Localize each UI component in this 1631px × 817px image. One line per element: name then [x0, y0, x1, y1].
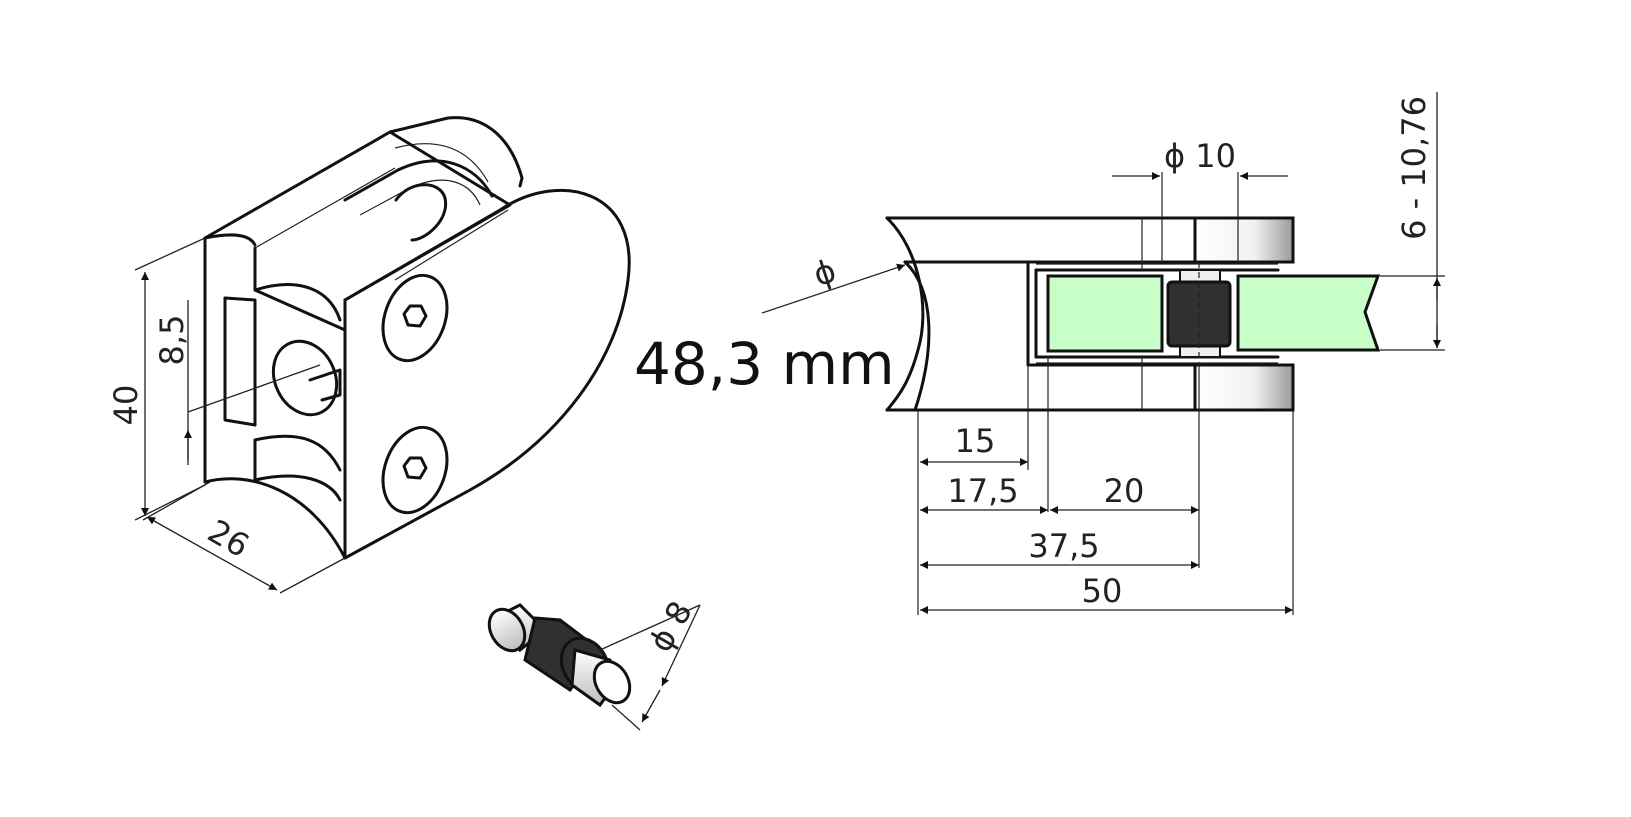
clamp-back-cap: [388, 116, 524, 188]
socket-screw-lower: [381, 425, 449, 515]
glass-thickness-dimension: 6 - 10,76: [1380, 92, 1445, 351]
dim-37-5-label: 37,5: [1028, 527, 1099, 565]
tube-diameter-callout: ϕ 48,3 mm: [634, 251, 906, 398]
slot-8-5-label: 8,5: [153, 315, 191, 366]
clamp-bore-pin: [308, 368, 342, 402]
tube-saddle-curve: [885, 216, 925, 412]
height-40-label: 40: [107, 385, 145, 426]
clamp-isometric-view: [203, 116, 631, 560]
clamp-front-face: [343, 188, 631, 560]
horizontal-dimensions: 15 17,5 20 37,5 50: [920, 422, 1293, 614]
dim-50-label: 50: [1082, 572, 1123, 610]
saddle-upper-cut: [253, 246, 347, 332]
tube-diameter-value: 48,3 mm: [634, 330, 895, 398]
clamp-left-top-curve: [203, 233, 257, 247]
clamp-top-face: [203, 130, 512, 302]
clamp-section-view: [885, 172, 1381, 615]
clamp-top-groove: [343, 159, 494, 202]
dim-17-5-label: 17,5: [947, 472, 1018, 510]
tube-diameter-symbol: ϕ: [809, 251, 841, 294]
bolt-diameter-dimension: ϕ 10: [1112, 137, 1288, 180]
glass-panel: [1236, 274, 1381, 352]
socket-screw-upper: [381, 273, 449, 363]
glass-thickness-label: 6 - 10,76: [1395, 96, 1433, 240]
pin-diameter-label: ϕ 8: [641, 595, 700, 659]
rubber-pin: [487, 603, 632, 708]
lower-clamp-jaw: [1193, 363, 1295, 412]
upper-clamp-jaw: [1193, 216, 1295, 264]
bolt-diameter-label: ϕ 10: [1164, 137, 1236, 175]
depth-26-label: 26: [201, 512, 255, 565]
clamp-inner-hole-top: [394, 183, 448, 242]
dim-20-label: 20: [1104, 472, 1145, 510]
saddle-lower-cut: [253, 438, 342, 502]
clamp-bore-hole: [271, 339, 339, 417]
clamp-saddle-curve: [203, 477, 347, 560]
saddle-window: [223, 296, 257, 427]
pin-end-face: [592, 659, 632, 705]
glass-insert-left: [1046, 274, 1164, 353]
dim-15-label: 15: [955, 422, 996, 460]
